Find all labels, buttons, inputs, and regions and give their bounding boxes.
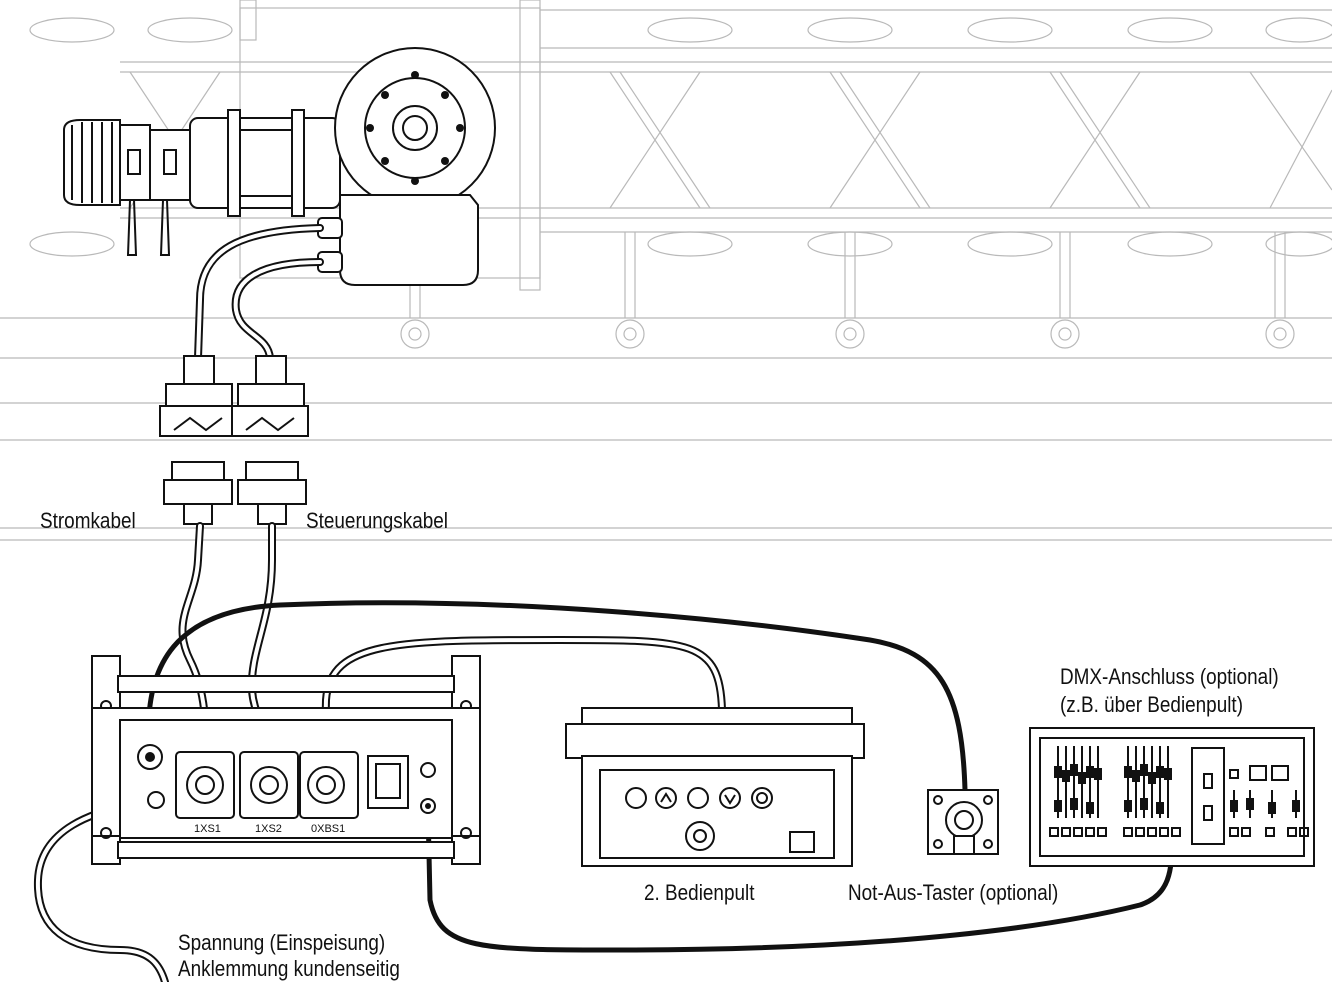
socket-label-3: 0XBS1	[311, 823, 345, 835]
hoist-cables	[194, 224, 324, 362]
chain-hoist	[63, 47, 496, 286]
supply-label-line1: Spannung (Einspeisung)	[178, 930, 386, 955]
supply-label-line2: Anklemmung kundenseitig	[178, 956, 400, 981]
dmx-label-line1: DMX-Anschluss (optional)	[1060, 664, 1279, 689]
socket-label-1: 1XS1	[194, 823, 221, 835]
second-panel-label: 2. Bedienpult	[644, 880, 755, 905]
second-control-panel	[565, 707, 865, 867]
control-box	[91, 655, 481, 865]
dmx-console	[1029, 727, 1315, 867]
emergency-stop-label: Not-Aus-Taster (optional)	[848, 880, 1059, 905]
socket-label-2: 1XS2	[255, 823, 282, 835]
control-cable-label: Steuerungskabel	[306, 508, 449, 533]
truss	[0, 0, 1332, 541]
power-cable-label: Stromkabel	[40, 508, 136, 533]
dmx-label-line2: (z.B. über Bedienpult)	[1060, 692, 1243, 717]
emergency-stop-button	[927, 789, 999, 855]
plug-connectors	[159, 355, 309, 525]
